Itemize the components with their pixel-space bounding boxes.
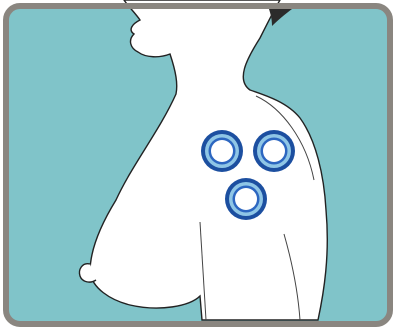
marker-upper-right bbox=[253, 130, 295, 172]
marker-upper-left bbox=[201, 130, 243, 172]
marker-lower bbox=[225, 178, 267, 220]
